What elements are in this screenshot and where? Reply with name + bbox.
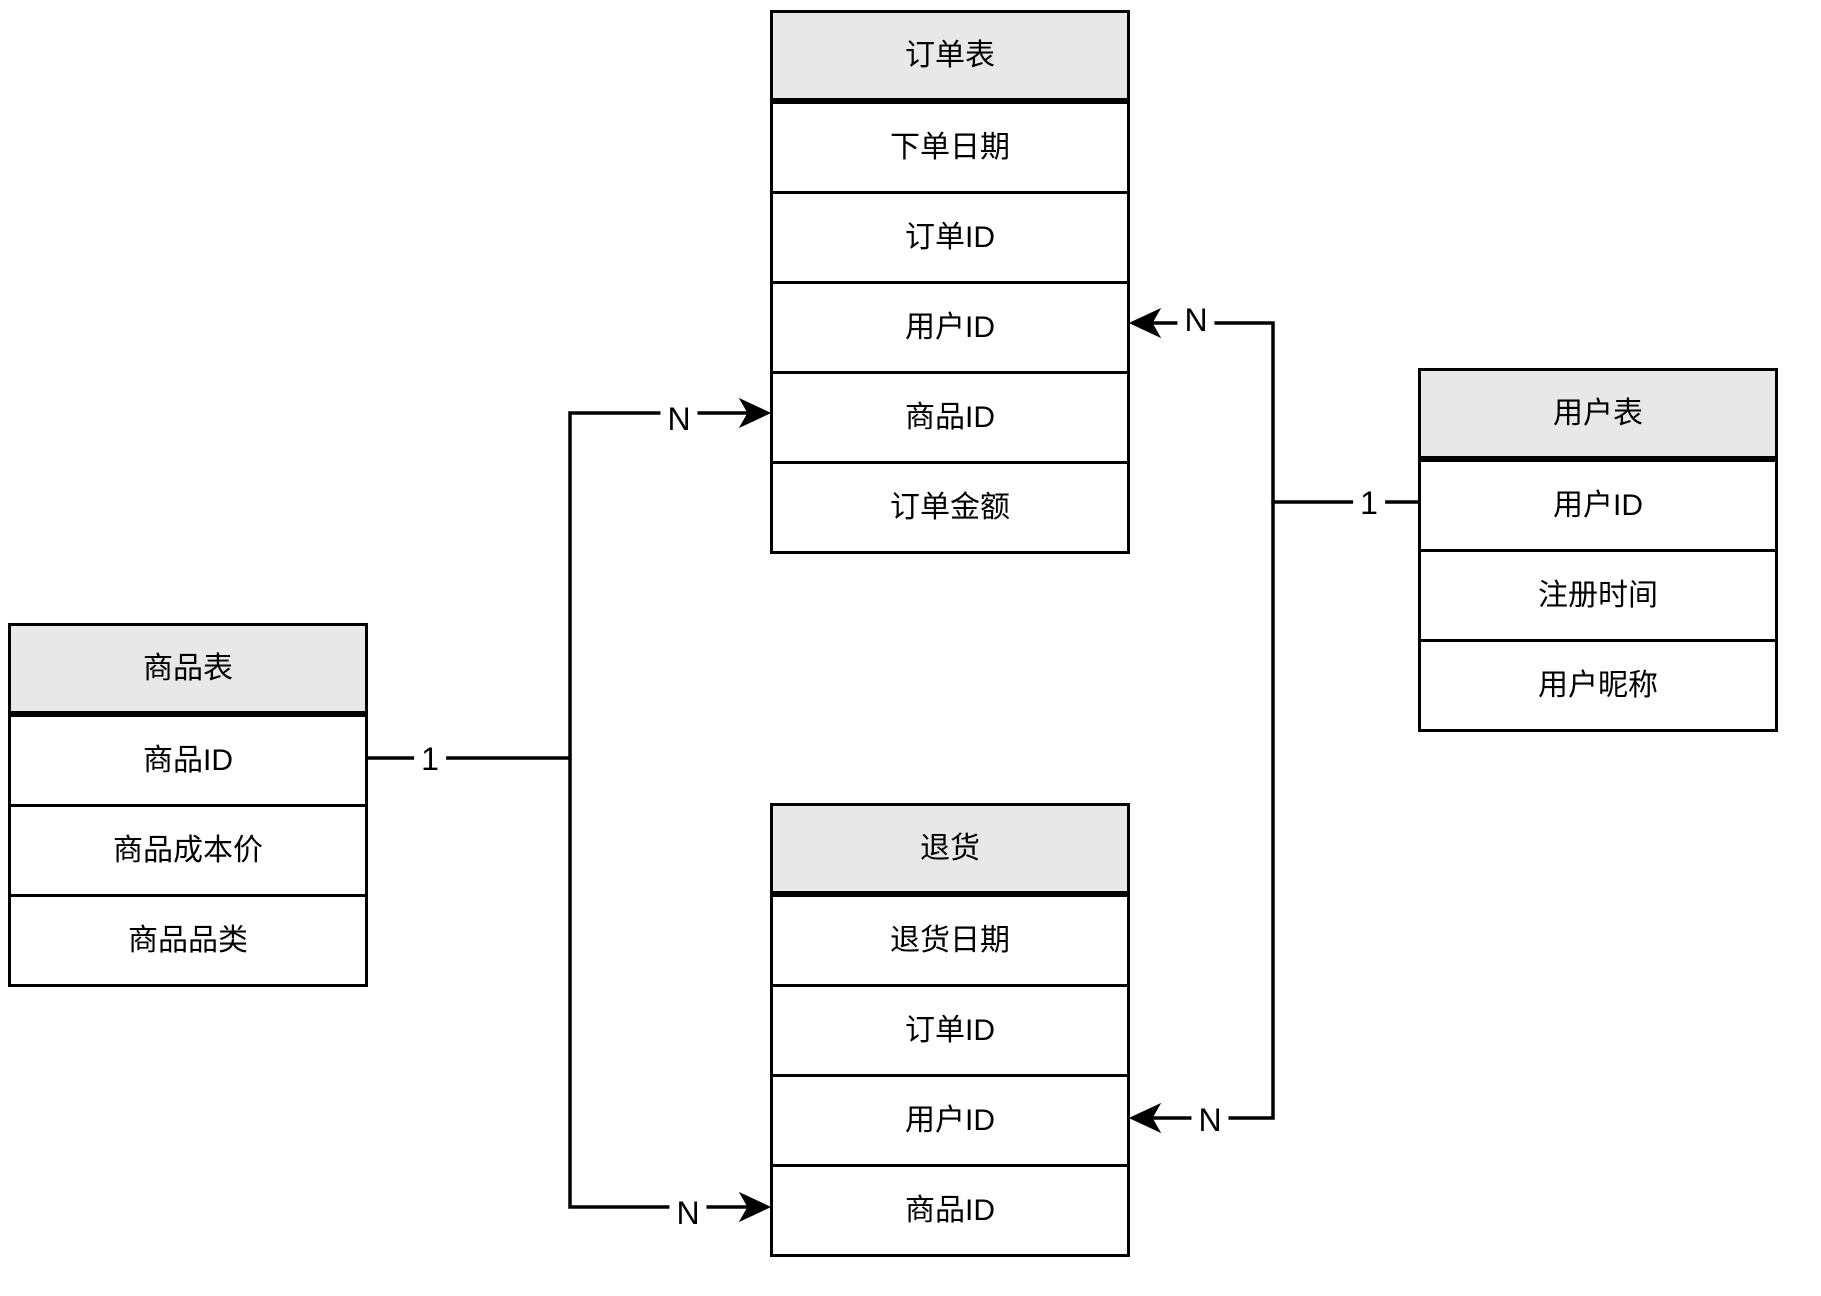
entity-user-field-1: 用户ID <box>1421 459 1775 549</box>
entity-return-field-3: 用户ID <box>773 1074 1127 1164</box>
connector-product-to-return <box>568 758 748 1209</box>
entity-return-field-1: 退货日期 <box>773 894 1127 984</box>
entity-user-field-2: 注册时间 <box>1421 549 1775 639</box>
arrow-return-product-id <box>738 1191 772 1223</box>
connector-user-to-order <box>1152 321 1418 504</box>
entity-user-title: 用户表 <box>1421 371 1775 459</box>
entity-return-title: 退货 <box>773 806 1127 894</box>
cardinality-label-n-6: N <box>1191 1102 1229 1138</box>
cardinality-label-1-4: 1 <box>1353 485 1385 521</box>
entity-order-field-1: 下单日期 <box>773 101 1127 191</box>
cardinality-label-n-2: N <box>660 401 698 437</box>
entity-order-field-4: 商品ID <box>773 371 1127 461</box>
cardinality-label-1-1: 1 <box>414 741 446 777</box>
cardinality-label-n-3: N <box>669 1195 707 1231</box>
arrow-order-user-id <box>1128 307 1162 339</box>
entity-product-field-1: 商品ID <box>11 714 365 804</box>
entity-product-field-3: 商品品类 <box>11 894 365 984</box>
entity-order-title: 订单表 <box>773 13 1127 101</box>
cardinality-label-n-5: N <box>1177 302 1215 338</box>
entity-user-field-3: 用户昵称 <box>1421 639 1775 729</box>
entity-order-field-3: 用户ID <box>773 281 1127 371</box>
entity-order-field-2: 订单ID <box>773 191 1127 281</box>
connector-user-to-return <box>1152 502 1275 1120</box>
entity-product-title: 商品表 <box>11 626 365 714</box>
entity-order-field-5: 订单金额 <box>773 461 1127 551</box>
arrow-return-user-id <box>1128 1102 1162 1134</box>
entity-return-field-4: 商品ID <box>773 1164 1127 1254</box>
connector-product-to-order <box>368 411 748 760</box>
entity-product-field-2: 商品成本价 <box>11 804 365 894</box>
entity-return-field-2: 订单ID <box>773 984 1127 1074</box>
arrow-order-product-id <box>738 397 772 429</box>
